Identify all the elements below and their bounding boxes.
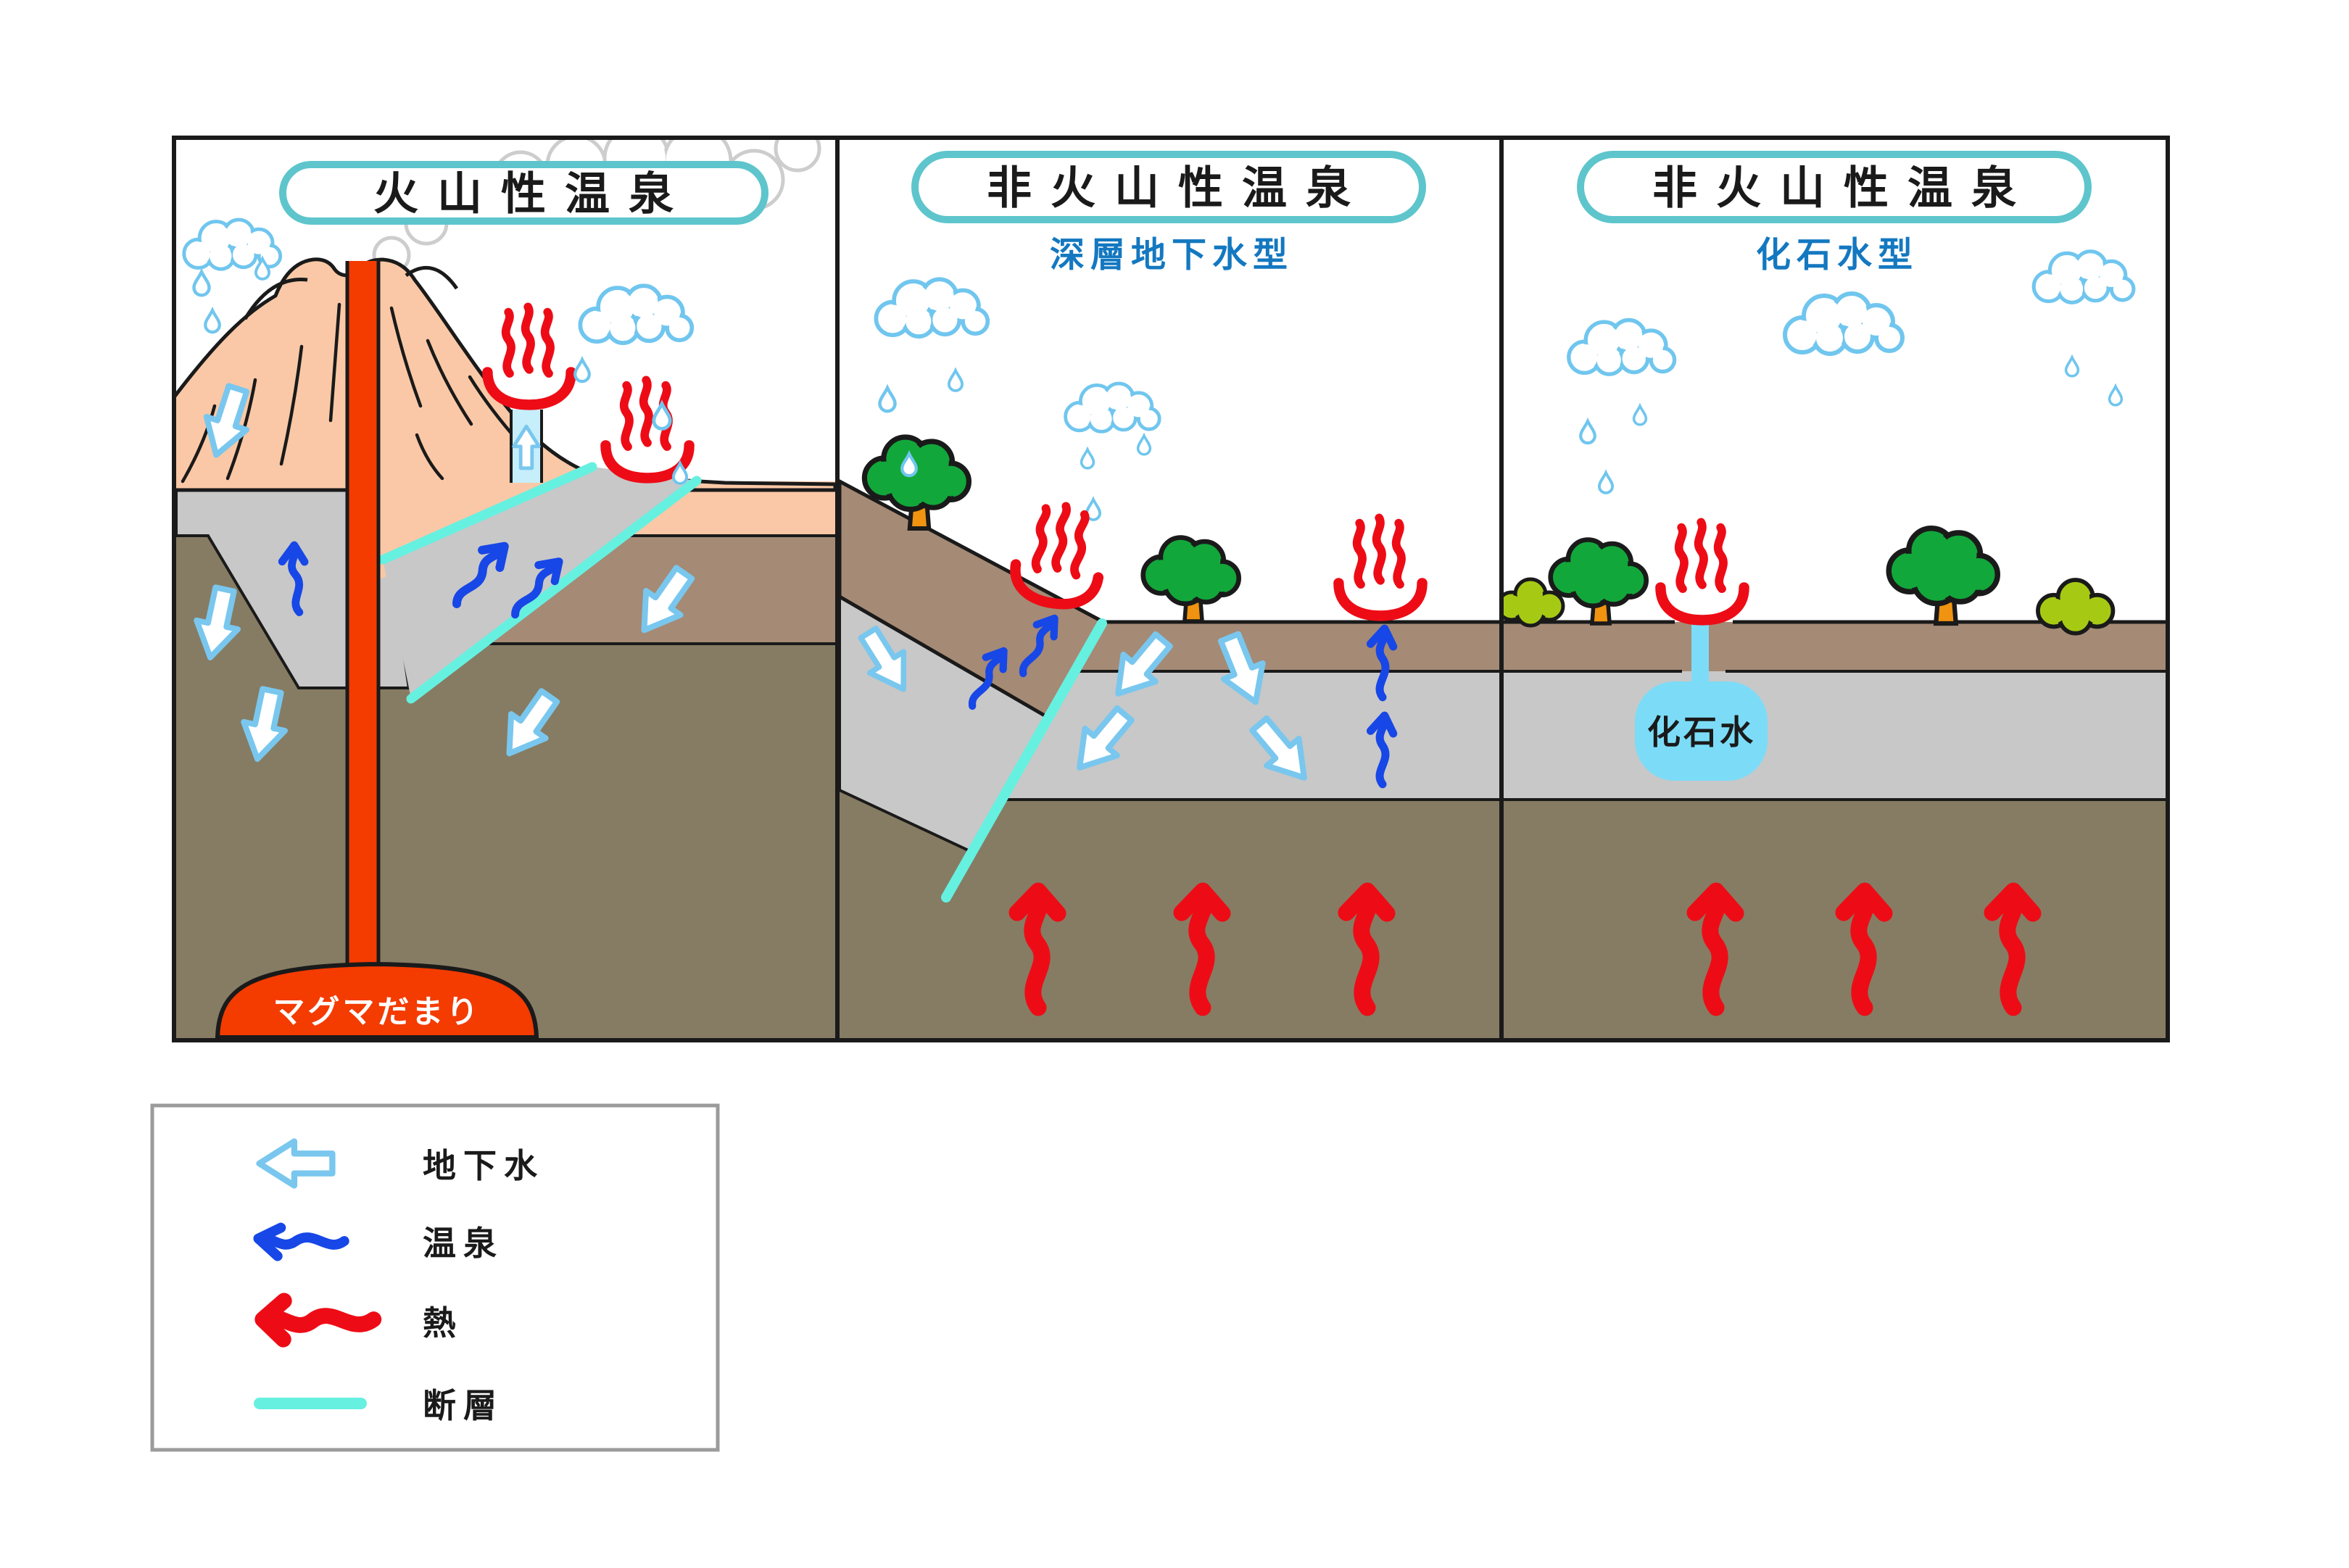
panel-volcanic: マグマだまり 火山性温泉	[174, 138, 837, 1040]
fossil-water-pocket: 化石水	[1635, 622, 1768, 781]
legend-label-hotspring: 温泉	[423, 1224, 504, 1262]
panel-subtitle-text: 化石水型	[1756, 236, 1918, 275]
legend-label-heat: 熱	[423, 1304, 463, 1342]
underground-layers	[837, 478, 1499, 1038]
legend-label-groundwater: 地下水	[423, 1147, 544, 1185]
underground-layers	[1504, 620, 2166, 1038]
magma-chamber: マグマだまり	[215, 961, 539, 1040]
fossil-water-label: 化石水	[1647, 713, 1756, 751]
fault-line-icon	[941, 618, 1107, 903]
panel-title-volcanic: 火山性温泉	[279, 161, 768, 225]
fault-line-icon	[378, 462, 597, 565]
panel-title-text: 非火山性温泉	[1652, 164, 2035, 214]
legend: 地下水 温泉 熱 断層	[150, 1103, 720, 1452]
legend-box	[150, 1103, 720, 1452]
spring-channel	[510, 410, 543, 483]
panel-title-text: 非火山性温泉	[987, 164, 1370, 214]
magma-conduit	[345, 261, 381, 968]
legend-label-fault: 断層	[423, 1387, 504, 1424]
panel-non-volcanic-fossil: 化石水 非火山性温泉 化石水型	[1501, 138, 2168, 1040]
well-pipe	[1691, 622, 1709, 691]
panel-title-non-volcanic-deep: 非火山性温泉 深層地下水型	[911, 151, 1426, 275]
magma-chamber-label: マグマだまり	[273, 995, 481, 1030]
panel-title-non-volcanic-fossil: 非火山性温泉 化石水型	[1577, 151, 2092, 275]
fault-line-icon	[406, 476, 702, 704]
panel-non-volcanic-deep: 非火山性温泉 深層地下水型	[837, 138, 1501, 1040]
panel-borders	[172, 136, 2170, 1042]
panel-subtitle-text: 深層地下水型	[1050, 236, 1293, 275]
panel-title-text: 火山性温泉	[373, 170, 692, 220]
